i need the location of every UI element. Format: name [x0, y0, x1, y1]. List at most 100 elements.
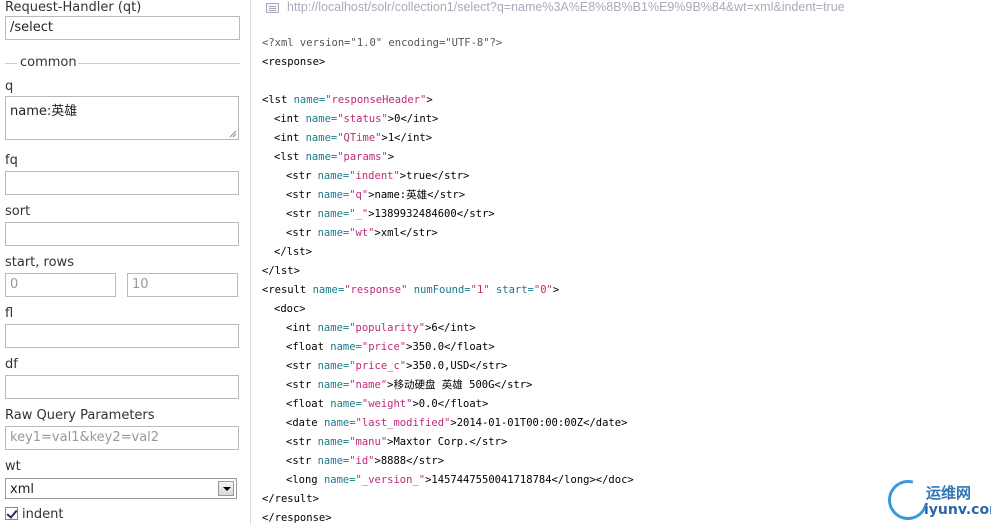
- xml-token: </result>: [262, 493, 319, 505]
- q-value: name:英雄: [10, 104, 78, 119]
- xml-token: <?xml version="1.0" encoding="UTF-8"?>: [262, 37, 503, 49]
- xml-token: true: [406, 170, 432, 182]
- xml-line: <str name="price_c">350.0,USD</str>: [262, 357, 634, 376]
- xml-token: name=: [305, 132, 338, 144]
- xml-token: >: [552, 284, 560, 296]
- xml-token: "manu": [349, 436, 388, 448]
- xml-token: </long></doc>: [551, 474, 634, 486]
- xml-token: "_": [349, 208, 369, 220]
- sort-label: sort: [5, 204, 31, 219]
- xml-token: </lst>: [262, 265, 300, 277]
- xml-token: name=: [323, 474, 356, 486]
- xml-token: >: [374, 227, 381, 239]
- sort-input[interactable]: [5, 222, 239, 246]
- df-label: df: [5, 357, 18, 372]
- xml-token: <date: [286, 417, 324, 429]
- xml-line: <str name="name">移动硬盘 英雄 500G</str>: [262, 376, 634, 395]
- xml-token: <int: [286, 322, 318, 334]
- xml-token: </int>: [394, 132, 433, 144]
- xml-token: name=: [305, 113, 338, 125]
- xml-line: <str name="wt">xml</str>: [262, 224, 634, 243]
- xml-token: 6: [431, 322, 438, 334]
- xml-line: <float name="price">350.0</float>: [262, 338, 634, 357]
- xml-token: >: [387, 379, 394, 391]
- rows-input[interactable]: 10: [127, 273, 238, 297]
- xml-token: <long: [286, 474, 324, 486]
- xml-token: </int>: [437, 322, 476, 334]
- xml-line: <str name="id">8888</str>: [262, 452, 634, 471]
- xml-token: name=: [317, 189, 350, 201]
- common-divider-left: [5, 63, 17, 64]
- resize-grip-icon[interactable]: [229, 130, 237, 138]
- xml-token: <int: [274, 132, 306, 144]
- xml-line: <int name="status">0</int>: [262, 110, 634, 129]
- chevron-down-icon[interactable]: [218, 481, 234, 496]
- xml-token: >: [387, 113, 395, 125]
- xml-line: </lst>: [262, 262, 634, 281]
- wt-select[interactable]: xml: [5, 478, 237, 499]
- xml-token: 8888: [380, 455, 407, 467]
- xml-token: >: [412, 398, 419, 410]
- xml-token: <doc>: [274, 303, 306, 315]
- xml-token: 1389932484600: [374, 208, 457, 220]
- watermark-text-domain: iyunv.com: [924, 502, 991, 518]
- xml-token: <str: [286, 379, 318, 391]
- xml-token: </str>: [456, 208, 495, 220]
- xml-line: <result name="response" numFound="1" sta…: [262, 281, 634, 300]
- xml-token: <result: [262, 284, 313, 296]
- xml-token: name=: [317, 360, 350, 372]
- xml-token: >: [387, 436, 394, 448]
- xml-token: name=: [330, 398, 362, 410]
- xml-token: </response>: [262, 512, 332, 524]
- indent-checkbox[interactable]: [5, 507, 18, 520]
- xml-token: numFound=: [413, 284, 471, 296]
- xml-token: "price": [361, 341, 407, 353]
- xml-token: "popularity": [349, 322, 426, 334]
- xml-token: "_version_": [355, 474, 426, 486]
- xml-token: <float: [286, 341, 331, 353]
- xml-token: 2014-01-01T00:00:00Z: [456, 417, 584, 429]
- xml-token: >: [426, 94, 433, 106]
- xml-line: <str name="q">name:英雄</str>: [262, 186, 634, 205]
- result-url-link[interactable]: http://localhost/solr/collection1/select…: [287, 0, 845, 14]
- xml-token: <str: [286, 208, 318, 220]
- fl-label: fl: [5, 306, 14, 321]
- xml-line: </response>: [262, 509, 634, 528]
- xml-line: <str name="manu">Maxtor Corp.</str>: [262, 433, 634, 452]
- xml-token: start=: [495, 284, 534, 296]
- xml-line: </lst>: [262, 243, 634, 262]
- xml-line: <str name="_">1389932484600</str>: [262, 205, 634, 224]
- fq-label: fq: [5, 153, 18, 168]
- q-textarea[interactable]: name:英雄: [5, 96, 239, 140]
- xml-token: Maxtor Corp.: [393, 436, 470, 448]
- fl-input[interactable]: [5, 324, 239, 348]
- xml-token: </str>: [406, 455, 445, 467]
- xml-token: name=: [317, 227, 350, 239]
- xml-token: "indent": [349, 170, 400, 182]
- xml-line: <lst name="responseHeader">: [262, 91, 634, 110]
- xml-token: "wt": [349, 227, 375, 239]
- xml-token: "status": [337, 113, 388, 125]
- xml-token: "price_c": [349, 360, 407, 372]
- xml-response-viewer: <?xml version="1.0" encoding="UTF-8"?> <r…: [262, 34, 634, 528]
- xml-token: <float: [286, 398, 331, 410]
- xml-token: name=: [317, 436, 350, 448]
- xml-line: [262, 72, 634, 91]
- xml-line: <response>: [262, 53, 634, 72]
- xml-token: </str>: [469, 436, 508, 448]
- xml-token: "q": [349, 189, 369, 201]
- fq-input[interactable]: [5, 171, 239, 195]
- raw-params-input[interactable]: key1=val1&key2=val2: [5, 426, 239, 450]
- wt-selected-value: xml: [10, 482, 34, 497]
- xml-token: 1457447550041718784: [431, 474, 552, 486]
- raw-params-label: Raw Query Parameters: [5, 408, 155, 423]
- common-divider-right: [78, 63, 240, 64]
- start-input[interactable]: 0: [5, 273, 116, 297]
- xml-token: >: [368, 208, 375, 220]
- xml-token: <str: [286, 436, 318, 448]
- xml-token: name=: [323, 417, 356, 429]
- df-input[interactable]: [5, 375, 239, 399]
- xml-line: <?xml version="1.0" encoding="UTF-8"?>: [262, 34, 634, 53]
- xml-token: >: [425, 474, 432, 486]
- request-handler-input[interactable]: /select: [5, 16, 240, 40]
